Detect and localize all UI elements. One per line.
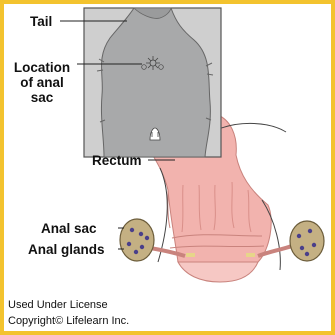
label-location-line1: Location (6, 60, 78, 75)
anal-gland-dot (305, 252, 309, 256)
anal-gland-dot (139, 232, 143, 236)
anal-gland-dot (312, 243, 316, 247)
credit-license: Used Under License (8, 299, 108, 312)
anal-gland-dot (297, 234, 301, 238)
anal-sac-left (120, 219, 154, 261)
label-location-of-anal-sac: Location of anal sac (6, 60, 78, 105)
anal-gland-dot (308, 229, 312, 233)
label-rectum: Rectum (92, 153, 142, 168)
label-location-line3: sac (6, 90, 78, 105)
label-anal-glands: Anal glands (28, 242, 105, 257)
anal-gland-dot (145, 236, 149, 240)
anal-gland-dot (140, 245, 144, 249)
anal-gland-dot (130, 228, 134, 232)
anal-gland-dot (300, 246, 304, 250)
anal-gland-dot (127, 242, 131, 246)
label-location-line2: of anal (6, 75, 78, 90)
label-anal-sac: Anal sac (41, 221, 97, 236)
anal-gland-dot (134, 250, 138, 254)
label-tail: Tail (30, 14, 52, 29)
anal-sac-right (290, 221, 324, 261)
inset-rear-view (84, 8, 221, 157)
credit-copyright: Copyright© Lifelearn Inc. (8, 315, 129, 328)
